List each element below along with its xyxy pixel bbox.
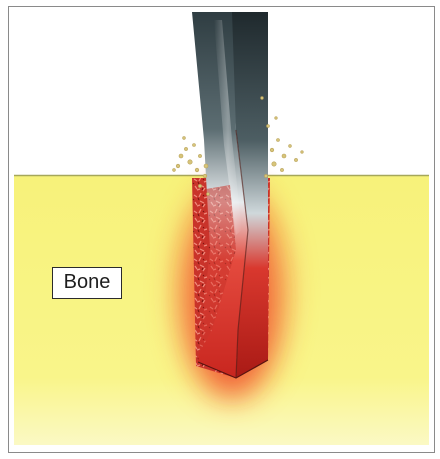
bone-label: Bone — [52, 267, 122, 299]
drill-bit-icon — [192, 12, 268, 378]
